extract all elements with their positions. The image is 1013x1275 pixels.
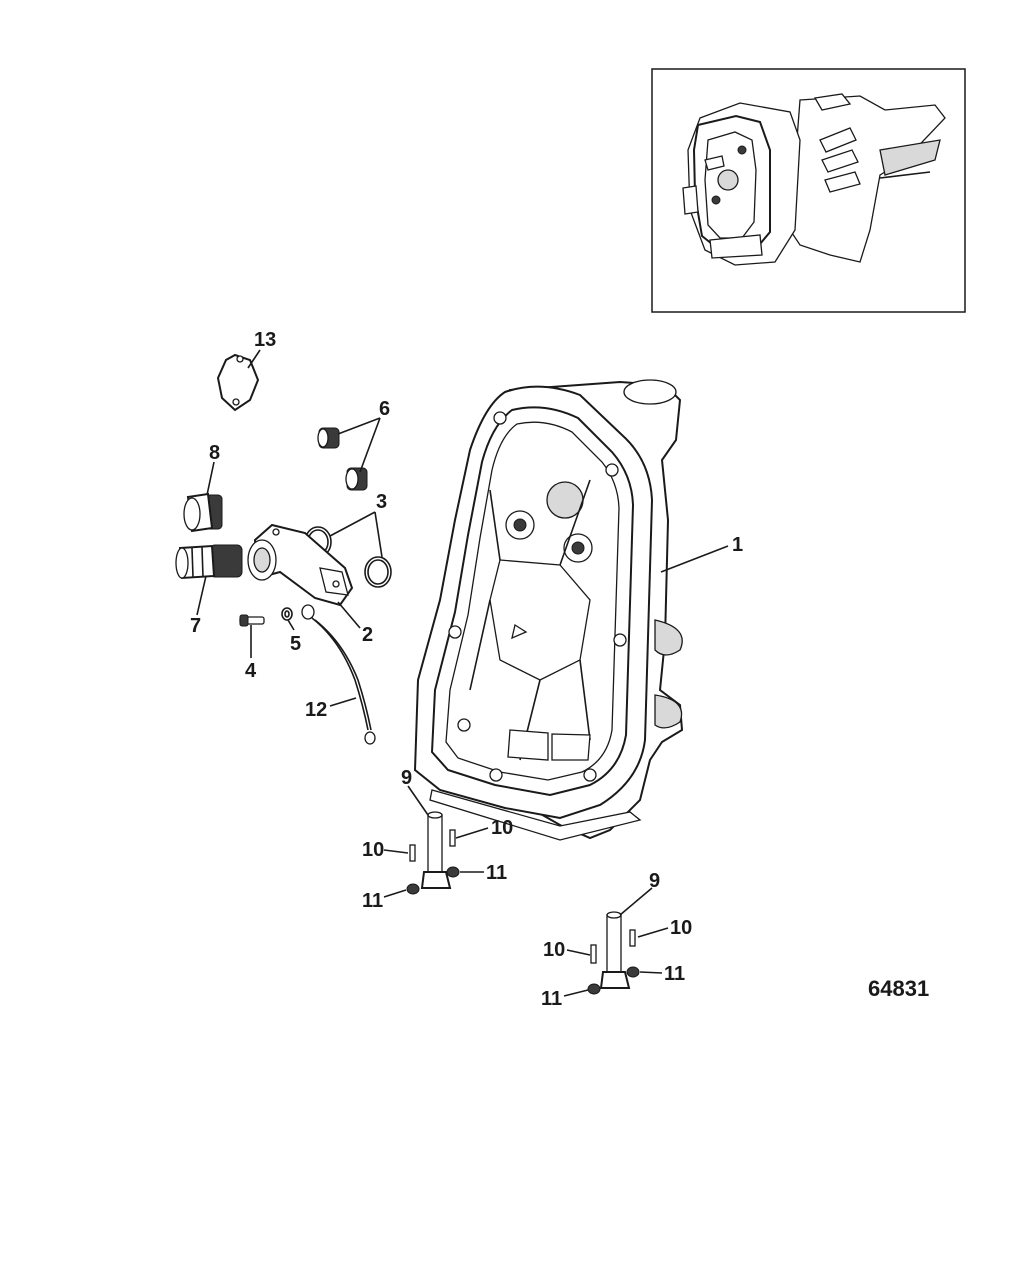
nut — [587, 966, 640, 995]
callout-2: 2 — [362, 624, 373, 646]
callout-11: 11 — [486, 862, 507, 884]
gimbal-housing — [413, 379, 684, 841]
nut — [406, 866, 460, 895]
callout-10: 10 — [362, 839, 384, 861]
leader-lines — [196, 349, 729, 997]
callout-10: 10 — [543, 939, 565, 961]
ground-wire — [301, 604, 376, 745]
callout-9: 9 — [649, 870, 660, 892]
callout-5: 5 — [290, 633, 301, 655]
pivot-pin — [420, 811, 452, 889]
callout-10: 10 — [670, 917, 692, 939]
callout-13: 13 — [254, 329, 276, 351]
callout-9: 9 — [401, 767, 412, 789]
hose-fitting — [175, 544, 243, 580]
locator-inset — [651, 68, 966, 313]
callout-7: 7 — [190, 615, 201, 637]
callout-12: 12 — [305, 699, 327, 721]
callout-11: 11 — [541, 988, 562, 1010]
water-elbow — [247, 523, 354, 607]
callout-4: 4 — [245, 660, 257, 682]
stud — [409, 829, 456, 862]
callout-11: 11 — [362, 890, 383, 912]
figure-number: 64831 — [868, 976, 929, 1001]
callout-1: 1 — [732, 534, 743, 556]
stud — [590, 929, 636, 964]
cover-plate — [216, 353, 260, 412]
screw — [239, 614, 265, 627]
callout-11: 11 — [664, 963, 685, 985]
washer — [281, 607, 293, 621]
pivot-pin — [599, 911, 631, 989]
callout-10: 10 — [491, 817, 513, 839]
callout-3: 3 — [376, 491, 387, 513]
plug — [317, 427, 368, 491]
cap — [183, 492, 223, 533]
callout-6: 6 — [379, 398, 390, 420]
callout-8: 8 — [209, 442, 220, 464]
callout-labels: 13 6 8 3 1 7 2 4 5 12 9 10 10 11 11 9 10… — [190, 329, 743, 1010]
